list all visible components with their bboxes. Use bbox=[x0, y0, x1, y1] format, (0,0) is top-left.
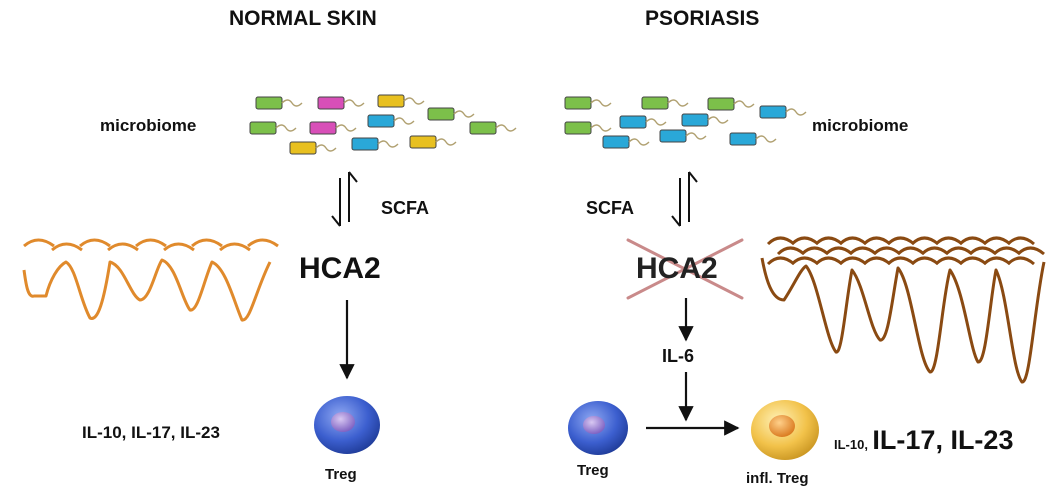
bacterium-icon bbox=[409, 135, 457, 149]
il6-label: IL-6 bbox=[662, 346, 695, 366]
cytokines-il17-il23-large: IL-17, IL-23 bbox=[872, 425, 1014, 455]
psoriasis-title: PSORIASIS bbox=[645, 7, 760, 30]
treg-label-normal: Treg bbox=[325, 466, 357, 483]
bacterium-icon bbox=[729, 132, 777, 146]
equilibrium-arrow-psoriasis bbox=[671, 171, 698, 227]
hca2-label-psoriasis: HCA2 bbox=[636, 252, 718, 285]
bacterium-icon bbox=[351, 137, 399, 151]
bacterium-icon bbox=[469, 121, 517, 135]
bacterium-icon bbox=[564, 121, 612, 135]
microbiome-label-psoriasis: microbiome bbox=[812, 116, 909, 135]
bacterium-icon bbox=[564, 96, 612, 110]
treg-cell-psoriasis bbox=[568, 401, 628, 455]
bacterium-icon bbox=[255, 96, 303, 110]
cross-mark bbox=[626, 238, 744, 300]
bacterium-icon bbox=[427, 107, 475, 121]
treg-label-psoriasis: Treg bbox=[577, 462, 609, 479]
inflamed-treg-label: infl. Treg bbox=[746, 470, 809, 487]
microbiome-label-normal: microbiome bbox=[100, 116, 197, 135]
bacterium-icon bbox=[309, 121, 357, 135]
bacterium-icon bbox=[289, 141, 337, 155]
equilibrium-arrow-normal bbox=[331, 171, 358, 227]
inflamed-treg-cell bbox=[751, 400, 819, 460]
bacterium-icon bbox=[602, 135, 650, 149]
scfa-label-normal: SCFA bbox=[381, 198, 430, 218]
bacterium-icon bbox=[759, 105, 807, 119]
skin-normal-epidermis bbox=[22, 258, 272, 322]
microbiome-cluster-psoriasis bbox=[564, 96, 807, 149]
skin-normal-scales bbox=[23, 238, 279, 252]
cytokines-psoriasis: IL-10, IL-17, IL-23 bbox=[834, 425, 1013, 456]
microbiome-cluster-normal bbox=[249, 94, 517, 155]
cytokines-normal: IL-10, IL-17, IL-23 bbox=[82, 423, 220, 442]
bacterium-icon bbox=[619, 115, 667, 129]
skin-psoriasis-scales bbox=[766, 236, 1045, 266]
bacterium-icon bbox=[707, 97, 755, 111]
hca2-label-normal: HCA2 bbox=[299, 252, 381, 285]
cytokine-il10-small: IL-10, bbox=[834, 437, 868, 452]
bacterium-icon bbox=[659, 129, 707, 143]
bacterium-icon bbox=[317, 96, 365, 110]
normal-skin-title: NORMAL SKIN bbox=[229, 7, 377, 30]
bacterium-icon bbox=[641, 96, 689, 110]
bacterium-icon bbox=[367, 114, 415, 128]
bacterium-icon bbox=[681, 113, 729, 127]
scfa-label-psoriasis: SCFA bbox=[586, 198, 635, 218]
treg-cell-normal bbox=[314, 396, 380, 454]
bacterium-icon bbox=[377, 94, 425, 108]
bacterium-icon bbox=[249, 121, 297, 135]
skin-psoriasis-epidermis bbox=[760, 257, 1046, 384]
